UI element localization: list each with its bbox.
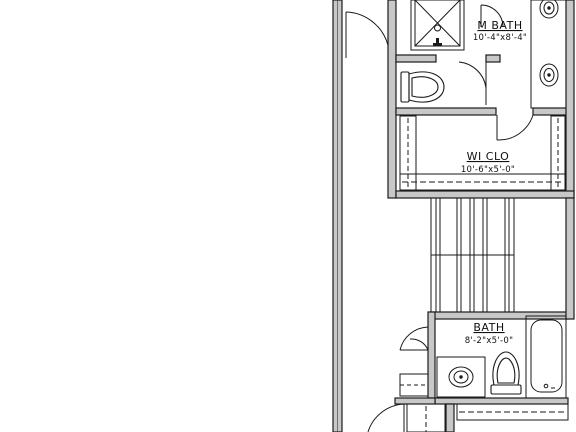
- vanity-counter: [530, 0, 567, 109]
- toilet-icon: [490, 351, 522, 395]
- staircase: [430, 198, 515, 312]
- bath-vanity: [436, 356, 486, 398]
- door-swing-bath: [399, 326, 429, 351]
- closet-shelving: [399, 115, 566, 191]
- bathtub: [525, 315, 567, 399]
- toilet-icon: [400, 71, 445, 103]
- master-bath-walls: [387, 0, 575, 199]
- door-swing-bottom: [367, 403, 405, 432]
- linen-closet: [399, 373, 429, 397]
- door-swing-closet: [496, 114, 534, 141]
- bath-walls: [394, 197, 575, 405]
- closet-name: WI CLO: [467, 150, 510, 163]
- master-bath-dims: 10'-4"x8'-4": [473, 33, 527, 43]
- shower: [410, 0, 465, 51]
- closet-dims: 10'-6"x5'-0": [461, 165, 515, 175]
- sink-icon: [539, 0, 559, 19]
- door-swing-toilet: [458, 61, 487, 105]
- door-swing-master-bath: [480, 4, 504, 28]
- master-bath-name: M BATH: [477, 19, 522, 32]
- bath-name: BATH: [473, 321, 504, 334]
- door-swing-top-left: [345, 11, 390, 58]
- bottom-walls: [445, 403, 455, 432]
- shower-drain-icon: [433, 38, 442, 46]
- exterior-wall-left: [332, 0, 343, 432]
- bottom-closet-shelving: [406, 403, 569, 432]
- sink-icon: [539, 63, 559, 87]
- bath-dims: 8'-2"x5'-0": [465, 336, 514, 346]
- sink-icon: [448, 366, 474, 388]
